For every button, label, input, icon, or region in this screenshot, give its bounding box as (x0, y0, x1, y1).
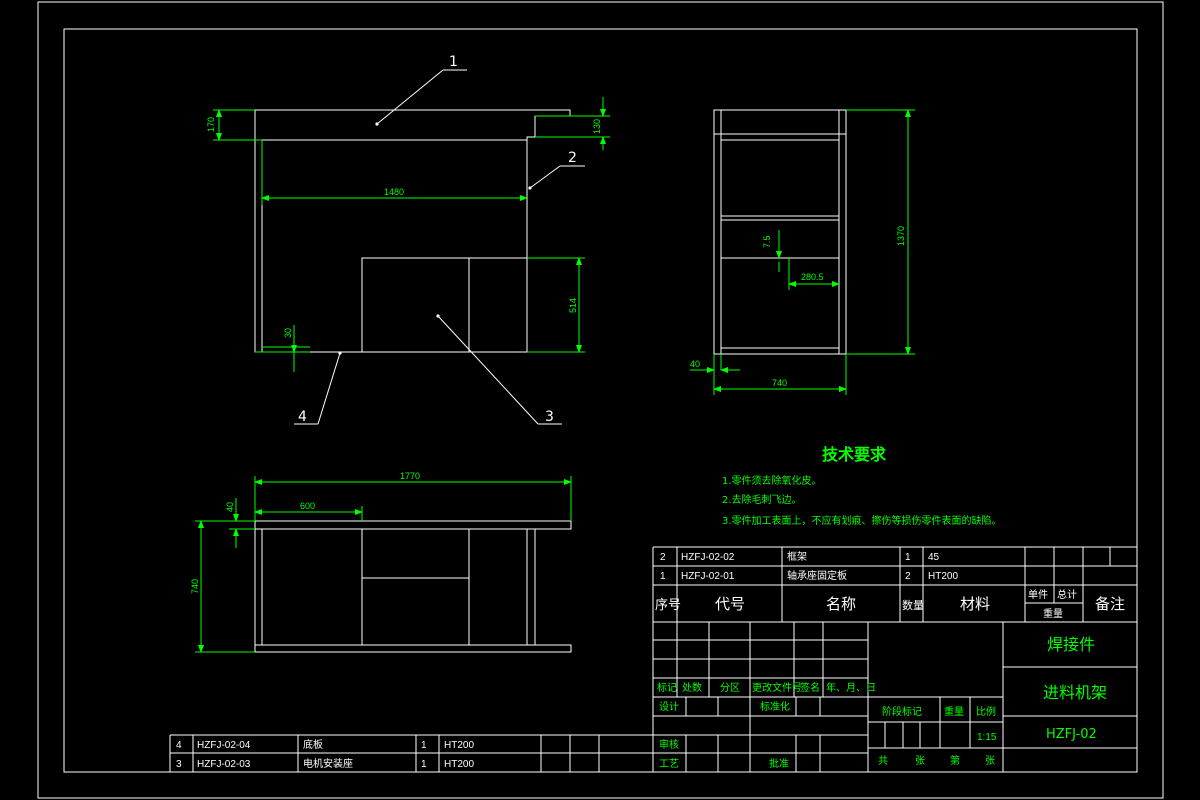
side-view-dimensions (690, 109, 915, 395)
side-view (713, 109, 847, 355)
header-remarks: 备注 (1095, 595, 1125, 613)
callout-4: 4 (298, 409, 307, 425)
parts-row-4-no: 4 (176, 740, 182, 751)
header-qty: 数量 (902, 599, 924, 612)
callout-3: 3 (545, 409, 554, 425)
callout-dots (338, 122, 532, 355)
dim-30: 30 (283, 328, 293, 338)
parts-row-3-qty: 1 (421, 759, 427, 770)
callout-1: 1 (449, 54, 458, 70)
tb-standardize: 标准化 (760, 700, 790, 713)
tb-type: 焊接件 (1047, 635, 1095, 654)
parts-row-1-material: HT200 (928, 571, 958, 582)
parts-row-3-name: 电机安装座 (303, 757, 353, 770)
tb-mark: 标记 (657, 682, 677, 694)
parts-row-2-no: 2 (660, 552, 666, 563)
dim-130: 130 (592, 119, 602, 134)
top-view-dimensions (195, 476, 572, 653)
tech-req-item-2: 2.去除毛刺飞边。 (722, 493, 802, 506)
header-unit: 单件 (1028, 589, 1048, 601)
title-block-grid (653, 622, 1137, 772)
tb-change-doc: 更改文件号 (752, 681, 802, 694)
tb-sheet-unit-2: 张 (985, 755, 995, 767)
tb-sign: 签名 (800, 681, 820, 694)
parts-row-3-code: HZFJ-02-03 (197, 759, 251, 770)
parts-row-2-code: HZFJ-02-02 (681, 552, 735, 563)
tb-process: 工艺 (659, 758, 679, 770)
front-view-dimensions (213, 97, 610, 372)
parts-row-1-code: HZFJ-02-01 (681, 571, 735, 582)
callout-2: 2 (568, 150, 577, 166)
dim-1370: 1370 (896, 226, 906, 246)
dim-1770: 1770 (400, 471, 420, 481)
tb-zone: 分区 (720, 682, 740, 694)
parts-row-1-name: 轴承座固定板 (787, 569, 847, 582)
parts-row-2-material: 45 (928, 552, 940, 563)
tb-sheet-unit-1: 张 (915, 755, 925, 767)
dim-280-5: 280.5 (801, 272, 824, 282)
dim-40-top: 40 (225, 502, 235, 512)
dim-514: 514 (568, 298, 578, 313)
callout-leaders (294, 69, 585, 425)
parts-row-4-name: 底板 (303, 738, 323, 751)
tb-review: 审核 (659, 738, 679, 751)
front-view (254, 109, 571, 353)
tb-total-sheets: 共 (878, 755, 888, 767)
parts-row-2-name: 框架 (787, 550, 807, 563)
header-total: 总计 (1057, 588, 1077, 601)
tb-weight: 重量 (944, 705, 964, 718)
tb-drawing-no: HZFJ-02 (1046, 727, 1097, 742)
dim-7-5: 7.5 (762, 235, 772, 248)
dim-740-side: 740 (772, 378, 787, 388)
tech-req-title: 技术要求 (822, 445, 887, 464)
tb-date: 年、月、日 (826, 681, 876, 694)
dim-600: 600 (300, 501, 315, 511)
parts-list-lower-grid (169, 734, 653, 773)
dim-40-side: 40 (690, 359, 700, 369)
header-weight: 重量 (1043, 607, 1063, 620)
parts-row-1-qty: 2 (905, 571, 911, 582)
header-code: 代号 (715, 595, 745, 613)
top-view (254, 520, 572, 653)
dim-170: 170 (206, 117, 216, 132)
parts-row-3-material: HT200 (444, 759, 474, 770)
tech-req-item-1: 1.零件须去除氧化皮。 (722, 474, 822, 487)
parts-row-4-code: HZFJ-02-04 (197, 740, 251, 751)
tb-stage-mark: 阶段标记 (882, 705, 922, 718)
header-no: 序号 (655, 598, 681, 613)
tb-count: 处数 (682, 681, 702, 694)
tb-scale: 比例 (976, 705, 996, 718)
outer-border (37, 1, 1164, 799)
header-name: 名称 (826, 595, 856, 613)
parts-list-grid (652, 546, 1137, 772)
parts-row-4-material: HT200 (444, 740, 474, 751)
tb-approve: 批准 (769, 757, 789, 770)
tech-req-item-3: 3.零件加工表面上，不应有划痕、擦伤等损伤零件表面的缺陷。 (722, 514, 1002, 527)
tb-drawing-name: 进料机架 (1043, 683, 1107, 702)
tb-sheet: 第 (950, 754, 960, 767)
dim-1480: 1480 (384, 187, 404, 197)
parts-row-1-no: 1 (660, 571, 666, 582)
dim-740-top: 740 (190, 579, 200, 594)
parts-row-3-no: 3 (176, 759, 182, 770)
parts-row-2-qty: 1 (905, 552, 911, 563)
tb-design: 设计 (659, 700, 679, 713)
parts-row-4-qty: 1 (421, 740, 427, 751)
tb-scale-value: 1:15 (977, 732, 997, 743)
header-material: 材料 (960, 595, 990, 613)
